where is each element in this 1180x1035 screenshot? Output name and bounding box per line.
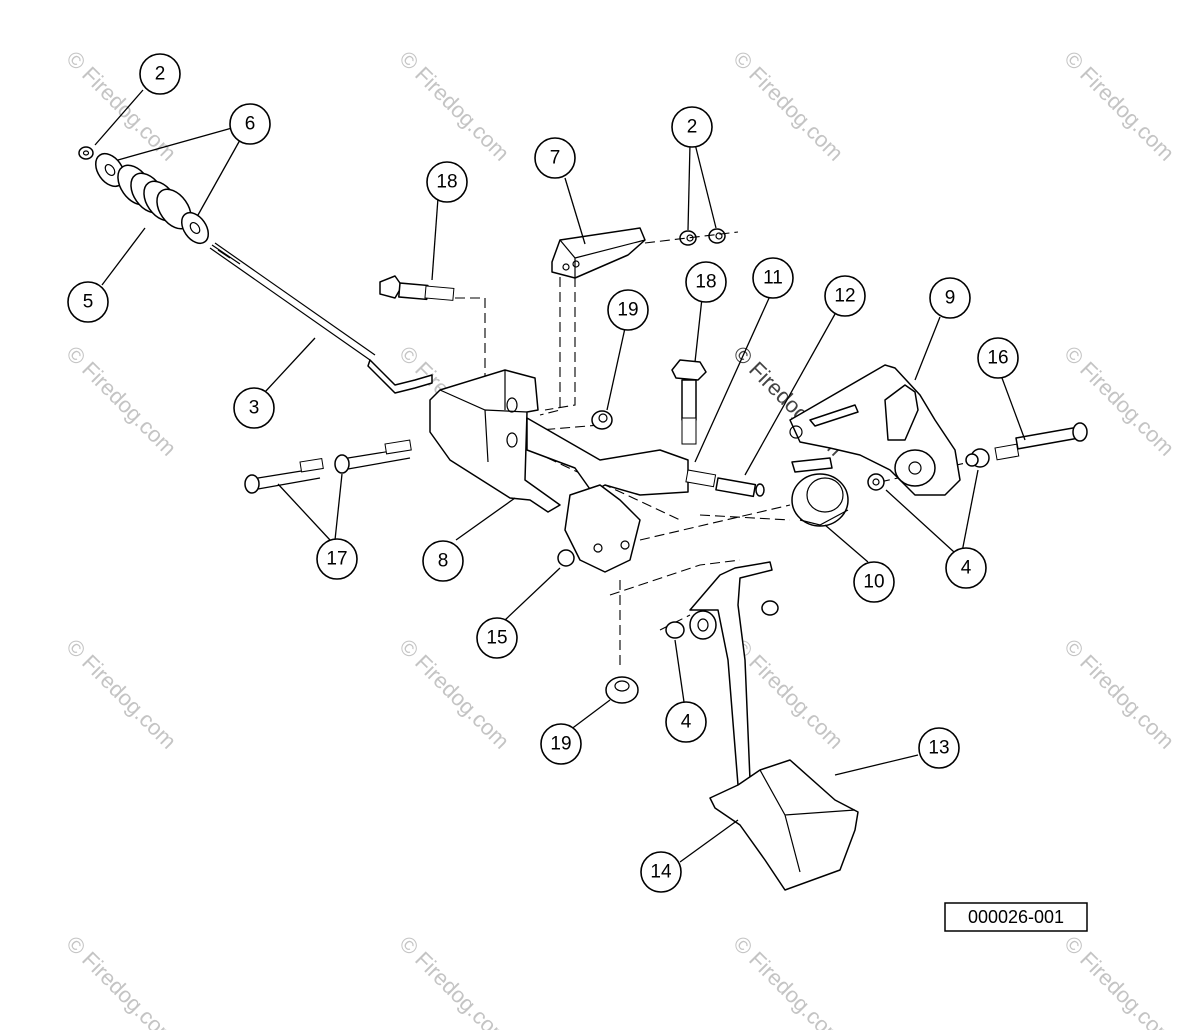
main-bracket-part xyxy=(429,369,689,573)
cap-part xyxy=(551,227,646,279)
callout-label: 2 xyxy=(155,64,166,85)
pedal-part xyxy=(665,561,859,891)
callout-label: 2 xyxy=(687,117,698,138)
callout-label: 6 xyxy=(245,114,256,135)
callout-14: 14 xyxy=(640,851,682,893)
leader-lines xyxy=(94,89,1026,863)
watermark-text: © Firedog.com xyxy=(1059,46,1179,166)
callout-label: 10 xyxy=(863,572,884,593)
callout-16: 16 xyxy=(977,337,1019,379)
bolt-part xyxy=(965,422,1088,468)
bolt-part xyxy=(379,275,455,301)
watermark-text: © Firedog.com xyxy=(728,931,848,1030)
callout-13: 13 xyxy=(918,727,960,769)
flange-nut-part xyxy=(605,676,639,704)
callout-10: 10 xyxy=(853,561,895,603)
callout-18: 18 xyxy=(426,161,468,203)
callout-label: 5 xyxy=(83,292,94,313)
watermark-text: © Firedog.com xyxy=(394,931,514,1030)
watermark-text: © Firedog.com xyxy=(61,341,181,461)
callout-9: 9 xyxy=(929,277,971,319)
callout-2: 2 xyxy=(671,106,713,148)
callout-label: 19 xyxy=(550,734,571,755)
callout-label: 13 xyxy=(928,738,949,759)
callout-label: 9 xyxy=(945,288,956,309)
callout-11: 11 xyxy=(752,257,794,299)
sensor-part xyxy=(791,457,849,527)
bolt-part xyxy=(671,359,707,445)
callout-8: 8 xyxy=(422,540,464,582)
callout-label: 18 xyxy=(436,172,457,193)
watermark-text: © Firedog.com xyxy=(394,46,514,166)
watermark-text: © Firedog.com xyxy=(61,931,181,1030)
callout-18: 18 xyxy=(685,261,727,303)
callout-12: 12 xyxy=(824,275,866,317)
callout-17: 17 xyxy=(316,538,358,580)
callout-6: 6 xyxy=(229,103,271,145)
callout-label: 12 xyxy=(834,286,855,307)
callout-label: 8 xyxy=(438,551,449,572)
reference-number-box: 000026-001 xyxy=(944,902,1088,932)
nut-part xyxy=(644,228,739,246)
washer-part xyxy=(867,473,885,491)
callout-label: 14 xyxy=(650,862,672,883)
watermark-text: © Firedog.com xyxy=(728,46,848,166)
callout-4: 4 xyxy=(665,701,707,743)
watermark-text: © Firedog.com xyxy=(61,634,181,754)
flange-nut-part xyxy=(591,410,613,430)
callout-label: 17 xyxy=(326,549,347,570)
sensor-plate-part xyxy=(789,364,961,496)
assembly-lines xyxy=(455,262,971,871)
callout-label: 16 xyxy=(987,348,1008,369)
watermark-text: © Firedog.com xyxy=(1059,931,1179,1030)
callout-label: 18 xyxy=(695,272,716,293)
callout-19: 19 xyxy=(540,723,582,765)
callout-label: 15 xyxy=(486,628,507,649)
callout-3: 3 xyxy=(233,387,275,429)
reference-number: 000026-001 xyxy=(968,907,1064,927)
callouts: 2 6 5 3 18 7 2 18 11 12 9 16 19 17 8 15 … xyxy=(67,53,1019,893)
callout-label: 4 xyxy=(681,712,692,733)
small-bolt-part xyxy=(685,469,765,498)
watermark-text: © Firedog.com xyxy=(1059,341,1179,461)
callout-5: 5 xyxy=(67,281,109,323)
callout-2: 2 xyxy=(139,53,181,95)
callout-label: 4 xyxy=(961,558,972,579)
spring-part xyxy=(78,146,210,245)
callout-label: 7 xyxy=(550,148,561,169)
callout-15: 15 xyxy=(476,617,518,659)
callout-label: 19 xyxy=(617,300,638,321)
callout-label: 11 xyxy=(763,268,783,289)
callout-4: 4 xyxy=(945,547,987,589)
callout-19: 19 xyxy=(607,289,649,331)
watermark-text: © Firedog.com xyxy=(1059,634,1179,754)
callout-label: 3 xyxy=(249,398,260,419)
long-bolt-part xyxy=(244,439,412,494)
rod-part xyxy=(209,242,433,394)
callout-7: 7 xyxy=(534,137,576,179)
